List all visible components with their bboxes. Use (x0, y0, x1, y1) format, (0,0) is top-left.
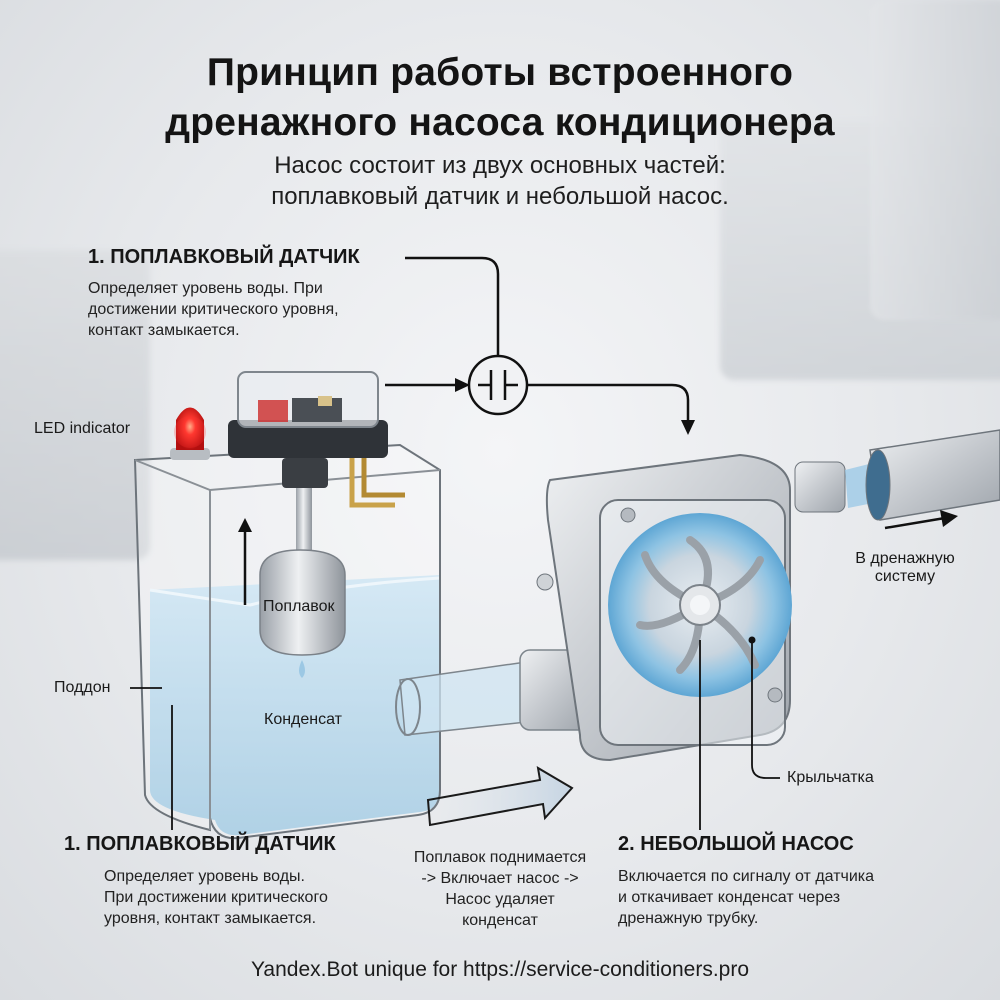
impeller-label: Крыльчатка (787, 769, 874, 786)
top-callout-line: достижении критического уровня, (88, 301, 339, 318)
arrow-head-to-pump (681, 420, 695, 435)
drain-system-label: В дренажную систему (850, 550, 960, 586)
process-description: Поплавок поднимается -> Включает насос -… (390, 847, 610, 931)
drain-label-line: систему (874, 568, 936, 585)
contact-switch-icon (467, 354, 529, 416)
bottom-sensor-line: Определяет уровень воды. (104, 868, 305, 885)
impeller-dot (748, 636, 756, 644)
drain-label-line: В дренажную (855, 550, 955, 567)
footer-watermark: Yandex.Bot unique for https://service-co… (250, 958, 750, 981)
bottom-sensor-text: Определяет уровень воды. При достижении … (104, 866, 394, 929)
float-label: Поплавок (263, 598, 335, 615)
top-callout-line: Определяет уровень воды. При (88, 280, 323, 297)
float (259, 549, 346, 678)
bottom-pump-line: Включается по сигналу от датчика (618, 868, 875, 885)
top-callout-heading: 1. ПОПЛАВКОВЫЙ ДАТЧИК (88, 246, 360, 268)
bottom-sensor-line: уровня, контакт замыкается. (104, 910, 317, 927)
subtitle-line-2: поплавковый датчик и небольшой насос. (271, 183, 729, 210)
leader-lines (130, 640, 780, 830)
bottom-pump-heading: 2. НЕБОЛЬШОЙ НАСОС (618, 833, 854, 855)
pump-body (536, 453, 792, 762)
process-line: Поплавок поднимается (413, 849, 587, 866)
title-line-2: дренажного насоса кондиционера (165, 101, 835, 144)
led-indicator-label: LED indicator (34, 420, 131, 437)
bottom-pump-text: Включается по сигналу от датчика и откач… (618, 866, 948, 929)
top-callout-line: контакт замыкается. (88, 322, 240, 339)
background-ac-unit-left (0, 250, 150, 560)
bottom-sensor-heading: 1. ПОПЛАВКОВЫЙ ДАТЧИК (64, 833, 336, 855)
condensate-label: Конденсат (264, 711, 342, 728)
float-switch-housing (228, 371, 405, 558)
bottom-pump-line: и откачивает конденсат через (618, 889, 841, 906)
bottom-pump-line: дренажную трубку. (618, 910, 759, 927)
background-panel-right (870, 0, 1000, 320)
process-line: конденсат (462, 912, 538, 929)
arrow-head-to-switch (455, 378, 470, 392)
subtitle: Насос состоит из двух основных частей: п… (0, 150, 1000, 212)
process-line: Насос удаляет (445, 891, 555, 908)
subtitle-line-1: Насос состоит из двух основных частей: (274, 152, 726, 179)
bottom-sensor-line: При достижении критического (104, 889, 328, 906)
tray-label: Поддон (54, 679, 111, 696)
process-line: -> Включает насос -> (421, 870, 579, 887)
title-line-1: Принцип работы встроенного (206, 51, 794, 94)
float-up-arrow (238, 518, 252, 605)
control-circuit (385, 256, 690, 425)
led-indicator (170, 407, 210, 460)
flow-arrow (426, 766, 574, 827)
page-title: Принцип работы встроенного дренажного на… (0, 48, 1000, 148)
drain-arrow (884, 510, 958, 530)
outlet-pipe (794, 429, 1000, 521)
top-callout-text: Определяет уровень воды. При достижении … (88, 278, 408, 341)
